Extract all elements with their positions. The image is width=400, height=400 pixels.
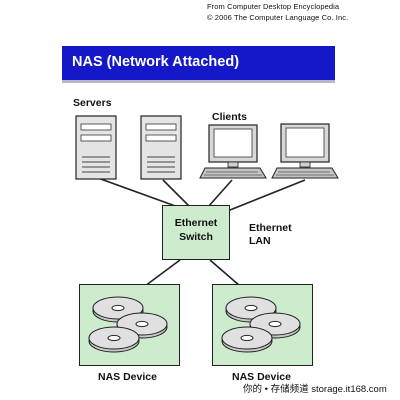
ethernet-lan-label-line1: Ethernet (249, 222, 292, 234)
nas-device-right-label: NAS Device (232, 371, 291, 383)
link-server2-switch (162, 179, 191, 208)
clients-label: Clients (212, 111, 248, 123)
servers-label: Servers (73, 97, 112, 109)
banner-title: NAS (Network Attached) (72, 54, 240, 70)
link-client2-switch (224, 179, 306, 213)
link-switch-nas-left (144, 259, 181, 287)
source-credit-line1: From Computer Desktop Encyclopedia (207, 2, 340, 11)
switch-label-line1: Ethernet (174, 217, 218, 229)
ethernet-switch-box: Ethernet Switch (162, 205, 230, 260)
nas-device-left-label: NAS Device (98, 371, 157, 383)
link-server1-switch (97, 177, 179, 208)
link-switch-nas-right (209, 259, 241, 287)
nas-device-right-box (212, 284, 313, 366)
ethernet-lan-label-line2: LAN (249, 235, 271, 247)
disk-stack-right-icon (221, 296, 301, 353)
site-watermark: 你的 • 存储频道 storage.it168.com (243, 384, 387, 395)
source-credit-line2: © 2006 The Computer Language Co. Inc. (207, 13, 349, 22)
title-banner: NAS (Network Attached) (62, 46, 335, 80)
switch-label-line2: Switch (179, 231, 213, 243)
disk-stack-left-icon (88, 296, 168, 353)
link-client1-switch (207, 179, 233, 208)
nas-device-left-box (79, 284, 180, 366)
